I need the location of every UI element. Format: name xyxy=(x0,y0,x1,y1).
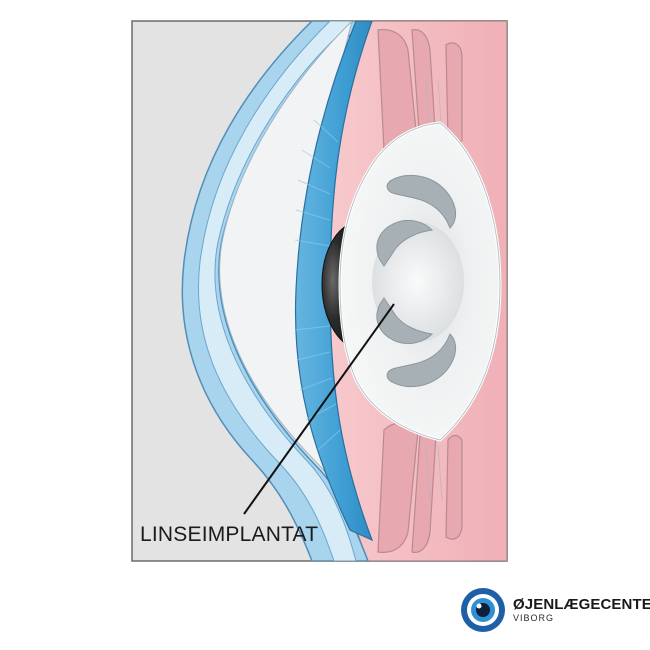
eye-logo-icon xyxy=(461,588,505,632)
brand-name: ØJENLÆGECENTER xyxy=(513,595,650,613)
brand-block: ØJENLÆGECENTER VIBORG xyxy=(460,586,650,634)
iris xyxy=(294,21,374,542)
callout-label-lens-implant: LINSEIMPLANTAT xyxy=(140,523,319,546)
cornea-inner-layer xyxy=(197,21,357,561)
haptic-upper xyxy=(386,174,457,229)
haptic-lower xyxy=(386,333,457,388)
lens-implant xyxy=(338,121,502,442)
ciliary-body xyxy=(377,29,463,553)
lens-optic xyxy=(372,222,464,342)
callout-leader-line xyxy=(243,303,395,515)
iris-fibres xyxy=(294,119,341,451)
brand-city: VIBORG xyxy=(513,612,555,623)
